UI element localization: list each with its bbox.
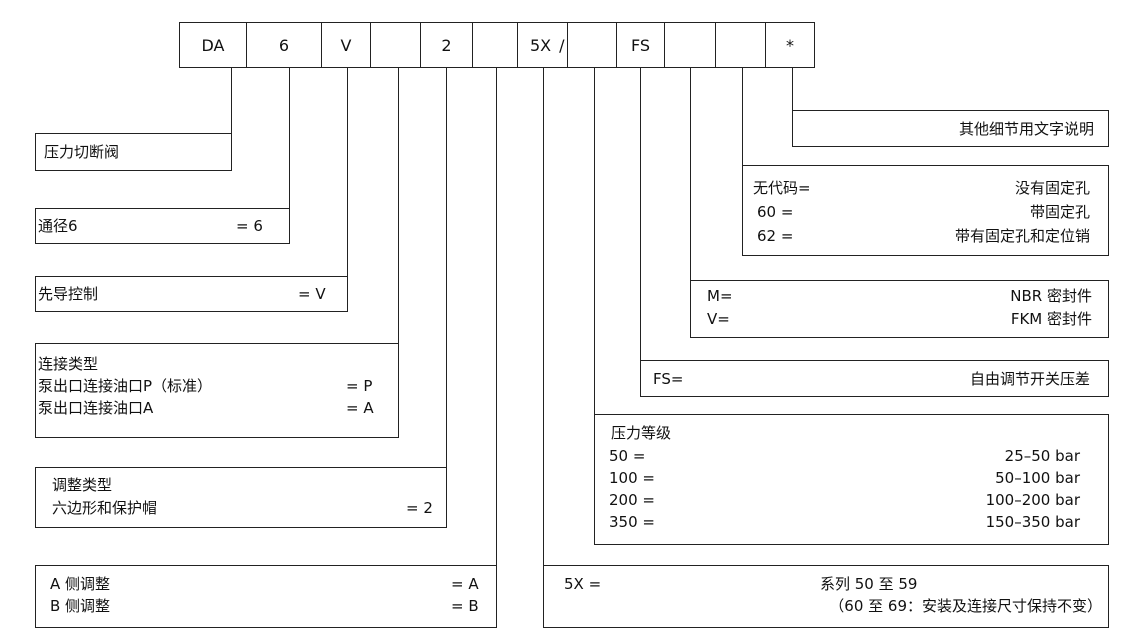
option-code: 50 = — [609, 447, 646, 465]
option-code: M= — [707, 287, 733, 305]
option-label: B 侧调整 — [50, 597, 111, 615]
option-label: 六边形和保护帽 — [52, 499, 158, 517]
option-value: 系列 50 至 59 — [820, 575, 918, 593]
option-code: 5X = — [564, 575, 602, 593]
code-cell-size: 6 — [246, 22, 322, 68]
option-value: FKM 密封件 — [1010, 310, 1092, 328]
code-cell-connection — [370, 22, 421, 68]
connector-line — [690, 68, 691, 280]
option-code: V= — [707, 310, 730, 328]
code-cell-seal — [664, 22, 716, 68]
option-value: = V — [298, 285, 326, 303]
box-size: 通径6 = 6 — [35, 208, 290, 244]
option-code: 100 = — [609, 469, 655, 487]
connector-line — [640, 68, 641, 360]
connector-line — [742, 68, 743, 165]
box-title: 连接类型 — [38, 355, 99, 373]
code-cell-control: V — [321, 22, 371, 68]
option-value: = B — [451, 597, 479, 615]
option-code: 62 = — [757, 227, 794, 245]
connector-line — [792, 68, 793, 110]
option-label: 泵出口连接油口A — [38, 399, 154, 417]
code-cell-fs: FS — [616, 22, 665, 68]
connector-line — [398, 68, 399, 343]
box-series: 5X = 系列 50 至 59 （60 至 69：安装及连接尺寸保持不变） — [543, 565, 1109, 628]
option-code: 200 = — [609, 491, 655, 509]
option-label: 先导控制 — [38, 285, 99, 303]
box-switching-differential: FS= 自由调节开关压差 — [640, 360, 1109, 397]
code-cell-other: * — [765, 22, 815, 68]
box-other-details: 其他细节用文字说明 — [792, 110, 1109, 147]
connector-line — [289, 68, 290, 208]
box-title: 压力等级 — [611, 424, 672, 442]
option-code: FS= — [653, 370, 684, 388]
option-value: 带固定孔 — [1029, 203, 1090, 221]
option-label: 通径6 — [38, 217, 78, 235]
connector-line — [347, 68, 348, 276]
box-title: 压力切断阀 — [44, 143, 120, 161]
option-value: = A — [346, 399, 374, 417]
option-value: 50–100 bar — [995, 469, 1080, 487]
box-adjustment-side: A 侧调整 = A B 侧调整 = B — [35, 565, 497, 628]
option-label: 泵出口连接油口P（标准） — [38, 377, 213, 395]
option-value: 没有固定孔 — [1014, 179, 1090, 197]
connector-line — [543, 68, 544, 565]
option-code: 60 = — [757, 203, 794, 221]
code-cell-adjust-type: 2 — [420, 22, 473, 68]
connector-line — [496, 68, 497, 565]
box-title: 其他细节用文字说明 — [958, 120, 1094, 138]
series-code: 5X — [530, 35, 552, 55]
option-code: 无代码= — [753, 179, 811, 197]
box-adjustment-type: 调整类型 六边形和保护帽 = 2 — [35, 467, 447, 528]
option-value: = 2 — [406, 499, 433, 517]
slash: / — [559, 35, 565, 55]
code-cell-series: 5X / — [517, 22, 568, 68]
box-pressure-rating: 压力等级 50 = 25–50 bar 100 = 50–100 bar 200… — [594, 414, 1109, 545]
code-cell-da: DA — [179, 22, 247, 68]
option-code: 350 = — [609, 513, 655, 531]
box-connection-type: 连接类型 泵出口连接油口P（标准） = P 泵出口连接油口A = A — [35, 343, 399, 438]
option-value: = A — [451, 575, 479, 593]
option-value: 25–50 bar — [1004, 447, 1080, 465]
option-value: = P — [346, 377, 373, 395]
box-pressure-cutoff-valve: 压力切断阀 — [35, 133, 232, 171]
option-value: NBR 密封件 — [1010, 287, 1092, 305]
code-cell-pressure — [567, 22, 617, 68]
option-value: 带有固定孔和定位销 — [954, 227, 1090, 245]
connector-line — [446, 68, 447, 468]
code-cell-adjust-side — [472, 22, 518, 68]
box-seals: M= NBR 密封件 V= FKM 密封件 — [690, 280, 1109, 338]
option-value: 自由调节开关压差 — [969, 370, 1090, 388]
connector-line — [231, 68, 232, 133]
box-locating-holes: 无代码= 没有固定孔 60 = 带固定孔 62 = 带有固定孔和定位销 — [742, 165, 1109, 256]
option-value: 150–350 bar — [985, 513, 1080, 531]
option-value: 100–200 bar — [985, 491, 1080, 509]
option-label: A 侧调整 — [50, 575, 111, 593]
connector-line — [594, 68, 595, 414]
box-title: 调整类型 — [52, 476, 113, 494]
option-note: （60 至 69：安装及连接尺寸保持不变） — [829, 597, 1102, 615]
box-control: 先导控制 = V — [35, 276, 348, 312]
code-cell-holes — [715, 22, 766, 68]
option-value: = 6 — [236, 217, 263, 235]
